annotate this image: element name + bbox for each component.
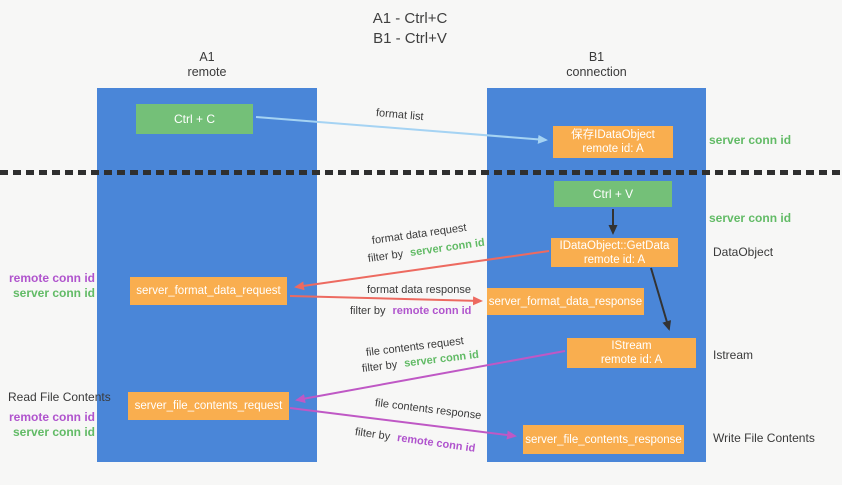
left-server-conn-id-2: server conn id [12, 425, 95, 439]
save-dataobject-box: 保存IDataObject remote id: A [553, 126, 673, 158]
istream-side-label: Istream [713, 348, 754, 362]
left-remote-conn-id-1: remote conn id [8, 271, 95, 285]
arrow-format-list [255, 116, 548, 144]
server-format-data-response-box: server_format_data_response [487, 288, 644, 315]
server-file-contents-response-label: server_file_contents_response [525, 433, 682, 446]
right-server-conn-id-mid: server conn id [709, 211, 792, 225]
lane-b1-name: B1 [588, 50, 605, 64]
right-server-conn-id-top: server conn id [709, 133, 792, 147]
left-conn-ids-format: remote conn id server conn id [0, 271, 95, 301]
lane-header-a1: A1 remote [97, 50, 317, 80]
ctrl-c-box: Ctrl + C [136, 104, 253, 134]
session-separator-line [0, 170, 842, 175]
left-remote-conn-id-2: remote conn id [8, 410, 95, 424]
title-line-1: A1 - Ctrl+C [372, 10, 448, 27]
ctrl-v-label: Ctrl + V [592, 187, 634, 201]
format-data-response-label: format data response [367, 284, 471, 296]
server-file-contents-request-label: server_file_contents_request [134, 400, 283, 412]
diagram-title: A1 - Ctrl+C B1 - Ctrl+V [0, 9, 820, 49]
arrow-file-contents-request [295, 350, 566, 403]
dataobject-label: DataObject [713, 245, 774, 259]
istream-box: IStream remote id: A [567, 338, 696, 368]
server-format-data-request-box: server_format_data_request [130, 277, 287, 305]
server-format-data-response-label: server_format_data_response [488, 295, 643, 308]
arrow-file-contents-response [289, 407, 517, 440]
lane-a1-name: A1 [199, 50, 215, 64]
arrow-format-data-response [289, 295, 483, 306]
title-line-2: B1 - Ctrl+V [373, 30, 447, 47]
write-file-contents-label: Write File Contents [713, 431, 815, 445]
left-conn-ids-file: remote conn id server conn id [0, 410, 95, 440]
save-dataobject-line2: remote id: A [582, 143, 644, 155]
lane-b1-role: connection [566, 65, 627, 79]
format-data-response-text: format data response [367, 284, 471, 296]
lane-header-b1: B1 connection [487, 50, 706, 80]
arrow-format-data-request [294, 250, 550, 291]
save-dataobject-line1: 保存IDataObject [571, 129, 655, 141]
getdata-line2: remote id: A [583, 253, 646, 266]
arrow-getdata-to-istream [650, 267, 672, 331]
ctrl-v-box: Ctrl + V [554, 181, 672, 207]
server-file-contents-request-box: server_file_contents_request [128, 392, 289, 420]
server-file-contents-response-box: server_file_contents_response [523, 425, 684, 454]
filter-by-text: filter by [350, 305, 386, 317]
istream-line1: IStream [611, 340, 652, 352]
ctrl-c-label: Ctrl + C [173, 112, 215, 126]
remote-conn-id-text: remote conn id [392, 305, 472, 317]
getdata-line1: IDataObject::GetData [559, 239, 670, 252]
getdata-box: IDataObject::GetData remote id: A [551, 238, 678, 267]
filter-by-remote-conn-label-1: filter by remote conn id [350, 305, 471, 317]
istream-line2: remote id: A [600, 354, 663, 366]
lane-a1-role: remote [187, 65, 227, 79]
left-server-conn-id-1: server conn id [12, 286, 95, 300]
server-format-data-request-label: server_format_data_request [136, 285, 281, 297]
read-file-contents-label: Read File Contents [8, 390, 111, 404]
